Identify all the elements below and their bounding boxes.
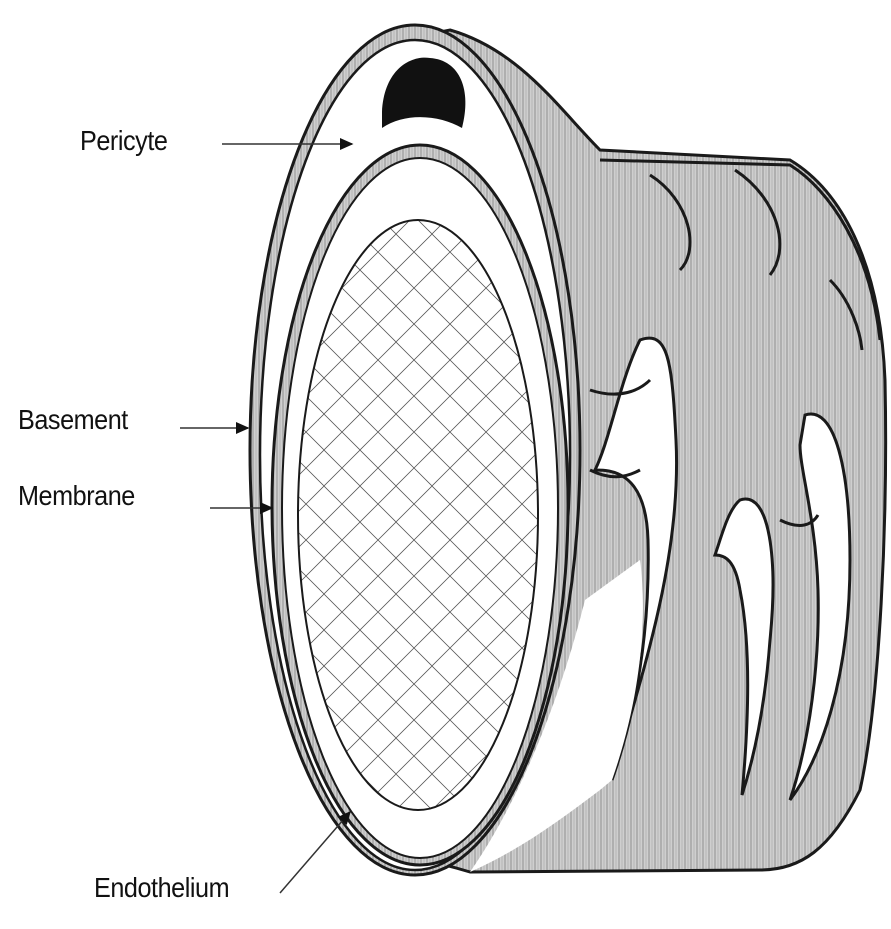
endothelium-pointer bbox=[280, 812, 350, 893]
pericyte-label: Pericyte bbox=[80, 125, 167, 157]
lumen bbox=[298, 220, 538, 810]
endothelium-label: Endothelium bbox=[94, 872, 229, 904]
basement-membrane-label-line2: Membrane bbox=[18, 480, 135, 512]
basement-membrane-label-line1: Basement bbox=[18, 404, 128, 436]
